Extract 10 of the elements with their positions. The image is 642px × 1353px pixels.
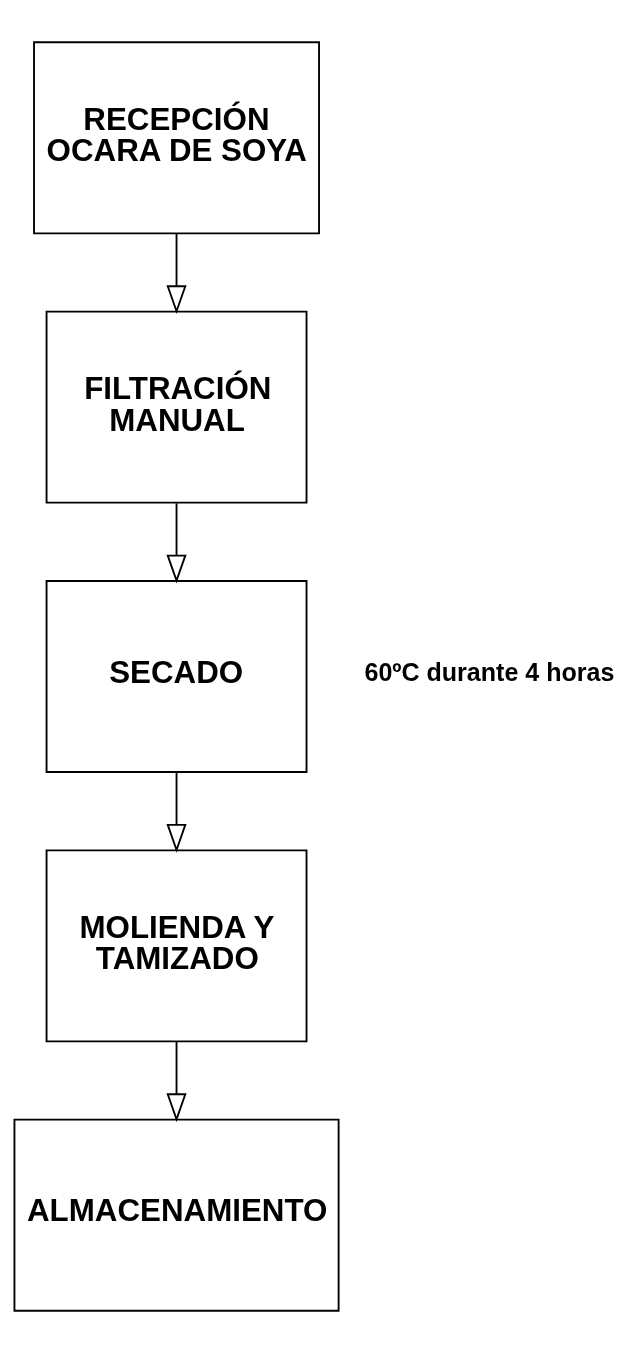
node-box: ALMACENAMIENTO xyxy=(13,1118,340,1312)
node-box: FILTRACIÓN MANUAL xyxy=(45,310,308,504)
arrow xyxy=(166,1041,187,1123)
node-label: 60ºC durante 4 horas xyxy=(364,657,615,686)
arrow xyxy=(166,502,187,584)
node-box: SECADO xyxy=(45,580,308,773)
arrow xyxy=(166,233,187,315)
arrow xyxy=(166,771,187,853)
node-box: MOLIENDA Y TAMIZADO xyxy=(45,849,308,1043)
node-box: RECEPCIÓN OCARA DE SOYA xyxy=(33,41,320,235)
